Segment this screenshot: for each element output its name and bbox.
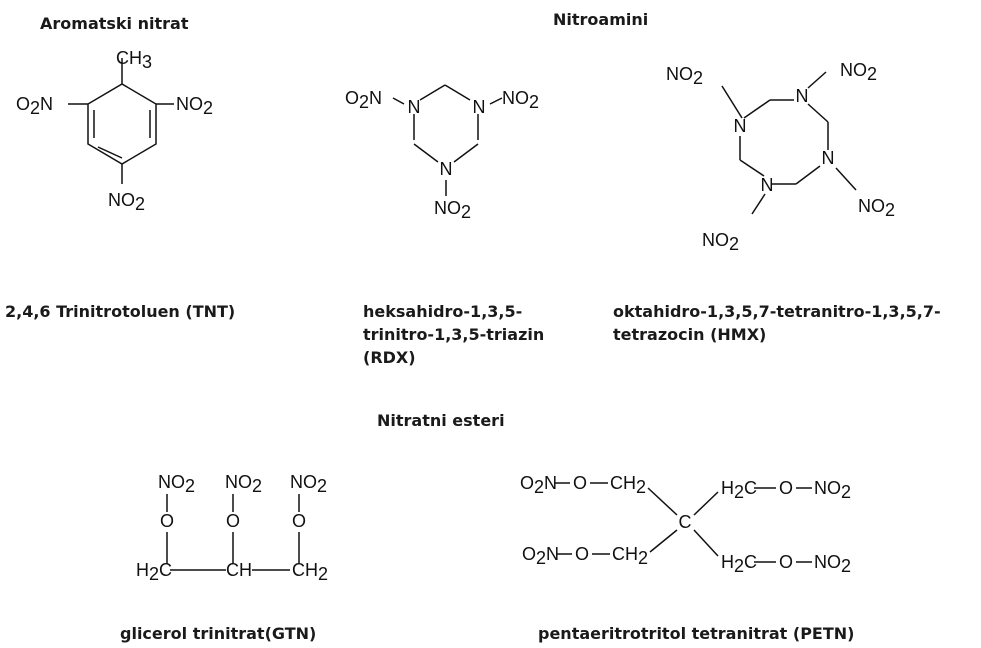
rdx-right-nitro-label: NO2​ — [502, 88, 539, 112]
hmx-ring-bond — [743, 99, 771, 119]
gtn-ch-label: CH — [226, 560, 252, 580]
petn-oxygen-label: O — [779, 552, 793, 572]
hmx-n-label: N — [734, 116, 747, 136]
hmx-nitro-bond — [751, 193, 766, 215]
rdx-ring-bond — [453, 143, 479, 163]
tnt-left-nitro-label: O2​N — [16, 94, 53, 118]
petn-nitro-label: NO2​ — [814, 552, 851, 576]
tnt-structure: CH3​ O2​N NO2​ NO2​ — [16, 48, 213, 214]
petn-left-nitro-label: O2​N — [520, 473, 557, 497]
petn-central-bond — [693, 529, 719, 557]
rdx-ring-bond — [444, 84, 471, 101]
gtn-nitro-label: NO2​ — [225, 472, 262, 496]
tnt-benzene-ring — [87, 83, 157, 165]
tnt-right-nitro-label: NO2​ — [176, 94, 213, 118]
tnt-ring-double-bond — [97, 146, 123, 159]
caption-rdx-line: trinitro-1,3,5-triazin — [363, 325, 545, 344]
rdx-ring-bond — [419, 84, 446, 101]
rdx-structure: N N N O2​N NO2​ NO2​ — [345, 84, 539, 222]
hmx-nitro-label: NO2​ — [840, 60, 877, 84]
petn-h2c-label: H2​C — [721, 552, 757, 576]
caption-rdx: heksahidro-1,3,5- trinitro-1,3,5-triazin… — [363, 300, 544, 369]
gtn-nitro-label: NO2​ — [290, 472, 327, 496]
petn-central-bond — [647, 487, 678, 516]
caption-gtn: glicerol trinitrat(GTN) — [120, 624, 317, 643]
heading-aromatic-nitrate: Aromatski nitrat — [40, 14, 189, 33]
hmx-structure: N N N N NO2​ NO2​ NO2​ NO2​ — [666, 60, 895, 254]
rdx-n-label: N — [440, 159, 453, 179]
hmx-nitro-bond — [835, 167, 857, 191]
petn-ch2-label: CH2​ — [612, 544, 648, 568]
hmx-ring-bond — [795, 165, 821, 185]
gtn-ch2-label: CH2​ — [292, 560, 328, 584]
petn-nitro-label: NO2​ — [814, 478, 851, 502]
rdx-left-nitro-label: O2​N — [345, 88, 382, 112]
petn-oxygen-label: O — [573, 473, 587, 493]
petn-ch2-label: CH2​ — [610, 473, 646, 497]
caption-hmx-line: tetrazocin (HMX) — [613, 325, 767, 344]
caption-petn: pentaeritrotritol tetranitrat (PETN) — [538, 624, 855, 643]
caption-tnt: 2,4,6 Trinitrotoluen (TNT) — [5, 302, 236, 321]
rdx-right-nitro-bond — [489, 97, 503, 105]
hmx-nitro-bond — [721, 85, 743, 119]
gtn-ch2-label: H2​C — [136, 560, 172, 584]
rdx-bottom-nitro-label: NO2​ — [434, 198, 471, 222]
caption-rdx-line: (RDX) — [363, 348, 416, 367]
petn-h2c-label: H2​C — [721, 478, 757, 502]
hmx-ring-bond — [807, 103, 829, 123]
rdx-n-label: N — [408, 97, 421, 117]
hmx-nitro-label: NO2​ — [666, 64, 703, 88]
petn-left-nitro-label: O2​N — [522, 544, 559, 568]
hmx-n-label: N — [796, 86, 809, 106]
tnt-methyl-label: CH3​ — [116, 48, 152, 72]
hmx-n-label: N — [822, 148, 835, 168]
gtn-oxygen-label: O — [292, 511, 306, 531]
gtn-nitro-label: NO2​ — [158, 472, 195, 496]
petn-oxygen-label: O — [779, 478, 793, 498]
gtn-oxygen-label: O — [226, 511, 240, 531]
hmx-nitro-bond — [807, 71, 827, 89]
rdx-n-label: N — [473, 97, 486, 117]
caption-hmx-line: oktahidro-1,3,5,7-tetranitro-1,3,5,7- — [613, 302, 941, 321]
gtn-structure: NO2​ NO2​ NO2​ O O O H2​C CH CH2​ — [136, 472, 328, 584]
caption-hmx: oktahidro-1,3,5,7-tetranitro-1,3,5,7- te… — [613, 300, 941, 346]
petn-carbon-label: C — [679, 512, 692, 532]
heading-nitroamines: Nitroamini — [553, 10, 649, 29]
hmx-n-label: N — [761, 175, 774, 195]
gtn-oxygen-label: O — [160, 511, 174, 531]
rdx-ring-bond — [413, 143, 439, 163]
rdx-left-nitro-bond — [392, 97, 405, 105]
heading-nitrate-esters: Nitratni esteri — [377, 411, 505, 430]
petn-central-bond — [649, 529, 678, 553]
tnt-bottom-nitro-label: NO2​ — [108, 190, 145, 214]
hmx-nitro-label: NO2​ — [702, 230, 739, 254]
petn-central-bond — [693, 491, 719, 516]
petn-oxygen-label: O — [575, 544, 589, 564]
hmx-nitro-label: NO2​ — [858, 196, 895, 220]
caption-rdx-line: heksahidro-1,3,5- — [363, 302, 523, 321]
hmx-ring-bond — [739, 159, 765, 177]
petn-structure: O2​N O CH2​ O2​N O CH2​ C H2​C O NO2​ H2… — [520, 473, 851, 576]
